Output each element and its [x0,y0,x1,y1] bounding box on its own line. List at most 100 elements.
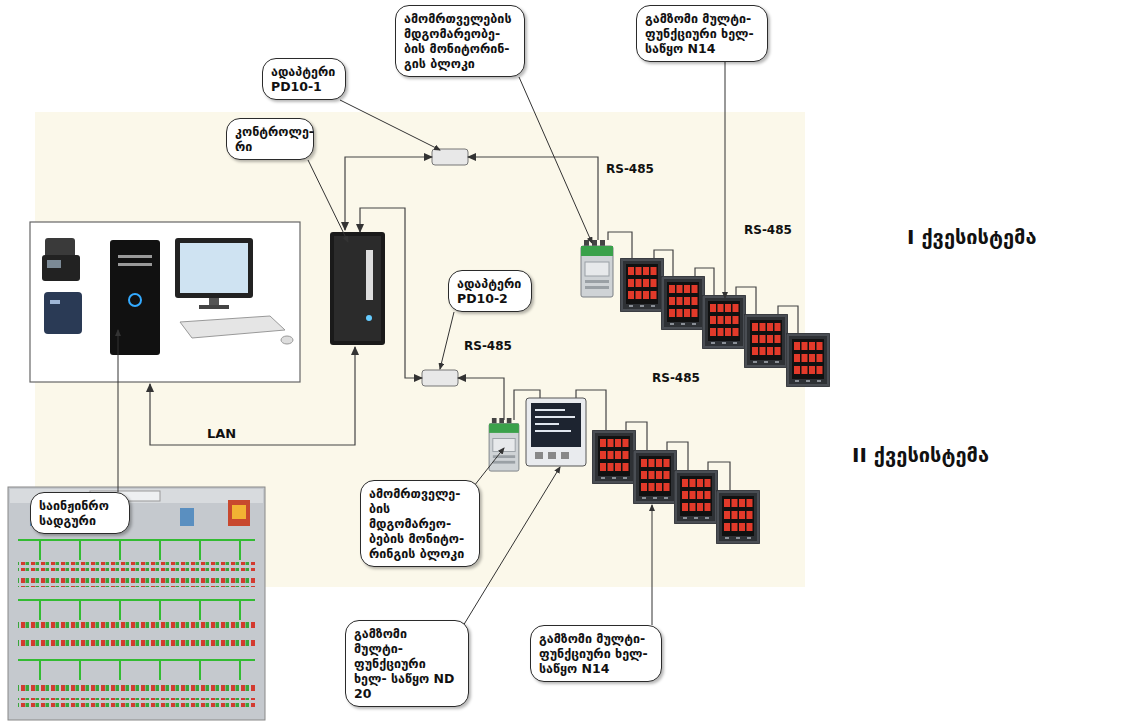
leader-line [118,330,119,492]
wire [458,378,504,420]
subsystem-two-devices [535,423,559,425]
subsystem-two-devices [535,430,571,432]
adapter-illustration [422,370,458,386]
bus-label: RS-485 [604,163,656,177]
leader-line [652,505,653,625]
engineering-station-illustration [180,316,285,338]
engineering-station-illustration [118,255,152,258]
subsystem-one-devices [620,258,664,312]
bus-label: RS-485 [650,372,702,386]
adapter-illustration [432,149,468,165]
controller-illustration [330,232,385,345]
scada-screenshot [18,659,255,661]
scada-screenshot [40,540,240,560]
wire [360,208,422,378]
subsystem-two-devices [716,490,760,544]
leader-line [440,312,454,369]
callout-text: ადაპტერი PD10-1 [271,64,337,94]
controller-illustration [366,250,373,300]
leader-line [308,160,348,242]
bus-label: LAN [205,427,238,442]
scada-screenshot [40,660,240,680]
subsystem-two-devices [592,430,636,484]
callout-text: გამზომი მულტი- ფუნქციური ხელ- საწყო ND 2… [354,626,460,701]
scada-screenshot [18,540,255,680]
subsystem-label: I ქვესისტემა [905,226,1039,249]
controller-illustration [330,232,385,345]
leader-line [725,62,726,298]
subsystem-two-devices [535,452,543,459]
subsystem-two-devices [535,416,575,418]
engineering-station-illustration [175,238,253,298]
callout-text: ამომრთველე- ბის მდგომარეო- ბების მონიტო-… [369,486,471,561]
callout-text: გამზომი მულტი- ფუნქციური ხელ- საწყო N14 [645,11,759,56]
subsystem-two-devices [489,398,760,544]
subsystem-two-devices [633,450,677,504]
bus-label: RS-485 [462,340,514,354]
callout-bubble: ადაპტერი PD10-2 [448,270,532,312]
subsystem-one-devices [661,276,705,330]
engineering-station-illustration [118,263,152,266]
engineering-station-illustration [44,292,82,334]
controller-illustration [334,236,381,341]
callout-bubble: ადაპტერი PD10-1 [262,58,346,100]
engineering-station-illustration [47,260,61,268]
subsystem-two-devices [531,403,581,447]
leader-lines [118,62,725,626]
scada-screenshot [8,487,265,720]
scada-screenshot [228,500,250,526]
bus-label: RS-485 [742,224,794,238]
wire [150,347,355,445]
subsystem-two-devices [526,398,586,466]
engineering-station-illustration [42,255,80,281]
scada-screenshot [18,539,255,541]
callout-bubble: გამზომი მულტი- ფუნქციური ხელ- საწყო N14 [636,5,768,62]
scada-screenshot [180,508,194,526]
leader-line [474,448,504,486]
engineering-station-illustration [50,300,60,304]
leader-line [519,77,592,243]
callout-text: ამომრთველების მდგომარეობე- ბის მონიტორინ… [404,11,516,71]
subsystem-one-devices [786,333,830,387]
subsystem-one-devices [702,295,746,349]
scada-screenshot [18,638,255,647]
scada-screenshot [18,698,255,707]
callout-bubble: ამომრთველების მდგომარეობე- ბის მონიტორინ… [395,5,525,77]
callout-bubble: გამზომი მულტი- ფუნქციური ხელ- საწყო ND 2… [345,620,469,707]
subsystem-label: II ქვესისტემა [850,444,991,467]
callout-bubble: ამომრთველე- ბის მდგომარეო- ბების მონიტო-… [360,480,480,567]
callout-bubble: გამზომი მულტი- ფუნქციური ხელ- საწყო N14 [530,625,662,682]
wire [345,157,432,230]
subsystem-two-devices [489,418,519,471]
callout-text: საინჟინრო სადგური [39,498,121,528]
scada-screenshot [8,487,265,720]
subsystem-two-devices [674,470,718,524]
leader-line [340,100,440,150]
scada-screenshot [40,600,240,620]
engineering-station-illustration [199,305,229,309]
subsystem-two-devices [535,409,565,411]
controller-illustration [366,315,372,321]
scada-screenshot [18,578,255,587]
callout-bubble: კონტროლე- რი [226,118,314,160]
callout-text: კონტროლე- რი [235,124,305,154]
scada-screenshot [18,562,255,571]
subsystem-one-devices [581,240,613,297]
subsystem-one-devices [581,240,830,387]
engineering-station-illustration [30,222,300,382]
scada-screenshot [18,682,255,691]
engineering-station-illustration [209,298,219,306]
engineering-station-illustration [180,243,248,293]
scada-screenshot [18,622,255,631]
scada-screenshot [232,505,246,519]
engineering-station-illustration [281,336,293,344]
subsystem-two-devices [548,452,556,459]
engineering-station-illustration [30,222,300,382]
wire [468,157,598,240]
callout-bubble: საინჟინრო სადგური [30,492,130,534]
subsystem-two-devices [561,452,569,459]
wire [150,157,798,490]
callout-text: გამზომი მულტი- ფუნქციური ხელ- საწყო N14 [539,631,653,676]
